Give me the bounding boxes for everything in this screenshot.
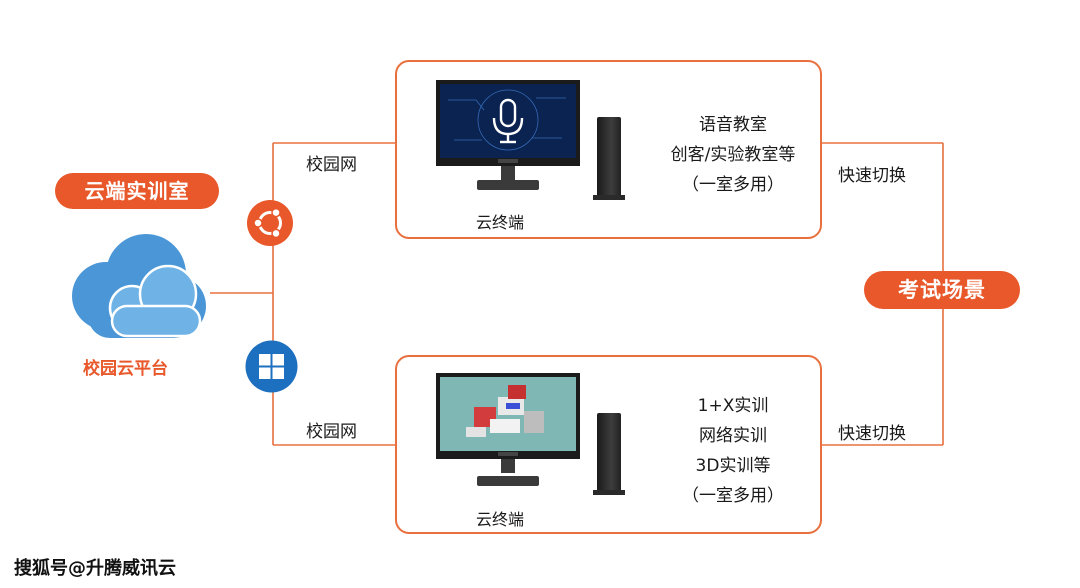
- monitor-icon: [436, 373, 580, 459]
- ubuntu-icon: [247, 200, 293, 246]
- bottom-scenario-line: 3D实训等: [695, 456, 771, 476]
- cloud-lab-badge: 云端实训室: [55, 173, 219, 209]
- monitor-icon: [436, 80, 580, 166]
- campus-cloud-platform-label: 校园云平台: [83, 359, 168, 379]
- cloud-terminal-caption-bottom: 云终端: [476, 510, 525, 529]
- cloud-terminal-caption-top: 云终端: [476, 213, 525, 232]
- top-scenario-line: （一室多用）: [682, 175, 784, 195]
- top-scenario-list: 语音教室 创客/实验教室等 （一室多用）: [633, 110, 833, 200]
- windows-icon: [245, 340, 298, 393]
- exam-scenario-badge: 考试场景: [864, 271, 1020, 309]
- bottom-scenario-line: （一室多用）: [682, 486, 784, 506]
- top-scenario-line: 语音教室: [699, 115, 767, 135]
- bottom-scenario-list: 1+X实训 网络实训 3D实训等 （一室多用）: [633, 391, 833, 511]
- quick-switch-label-bottom: 快速切换: [838, 424, 906, 444]
- bottom-scenario-line: 1+X实训: [697, 396, 769, 416]
- bottom-scenario-line: 网络实训: [699, 426, 767, 446]
- watermark-text: 搜狐号@升腾威讯云: [14, 558, 176, 579]
- cloud-icon: [72, 234, 206, 338]
- microphone-icon: [492, 98, 524, 144]
- campus-network-label-top: 校园网: [306, 155, 357, 175]
- quick-switch-label-top: 快速切换: [838, 166, 906, 186]
- campus-network-label-bottom: 校园网: [306, 422, 357, 442]
- top-scenario-line: 创客/实验教室等: [670, 145, 796, 165]
